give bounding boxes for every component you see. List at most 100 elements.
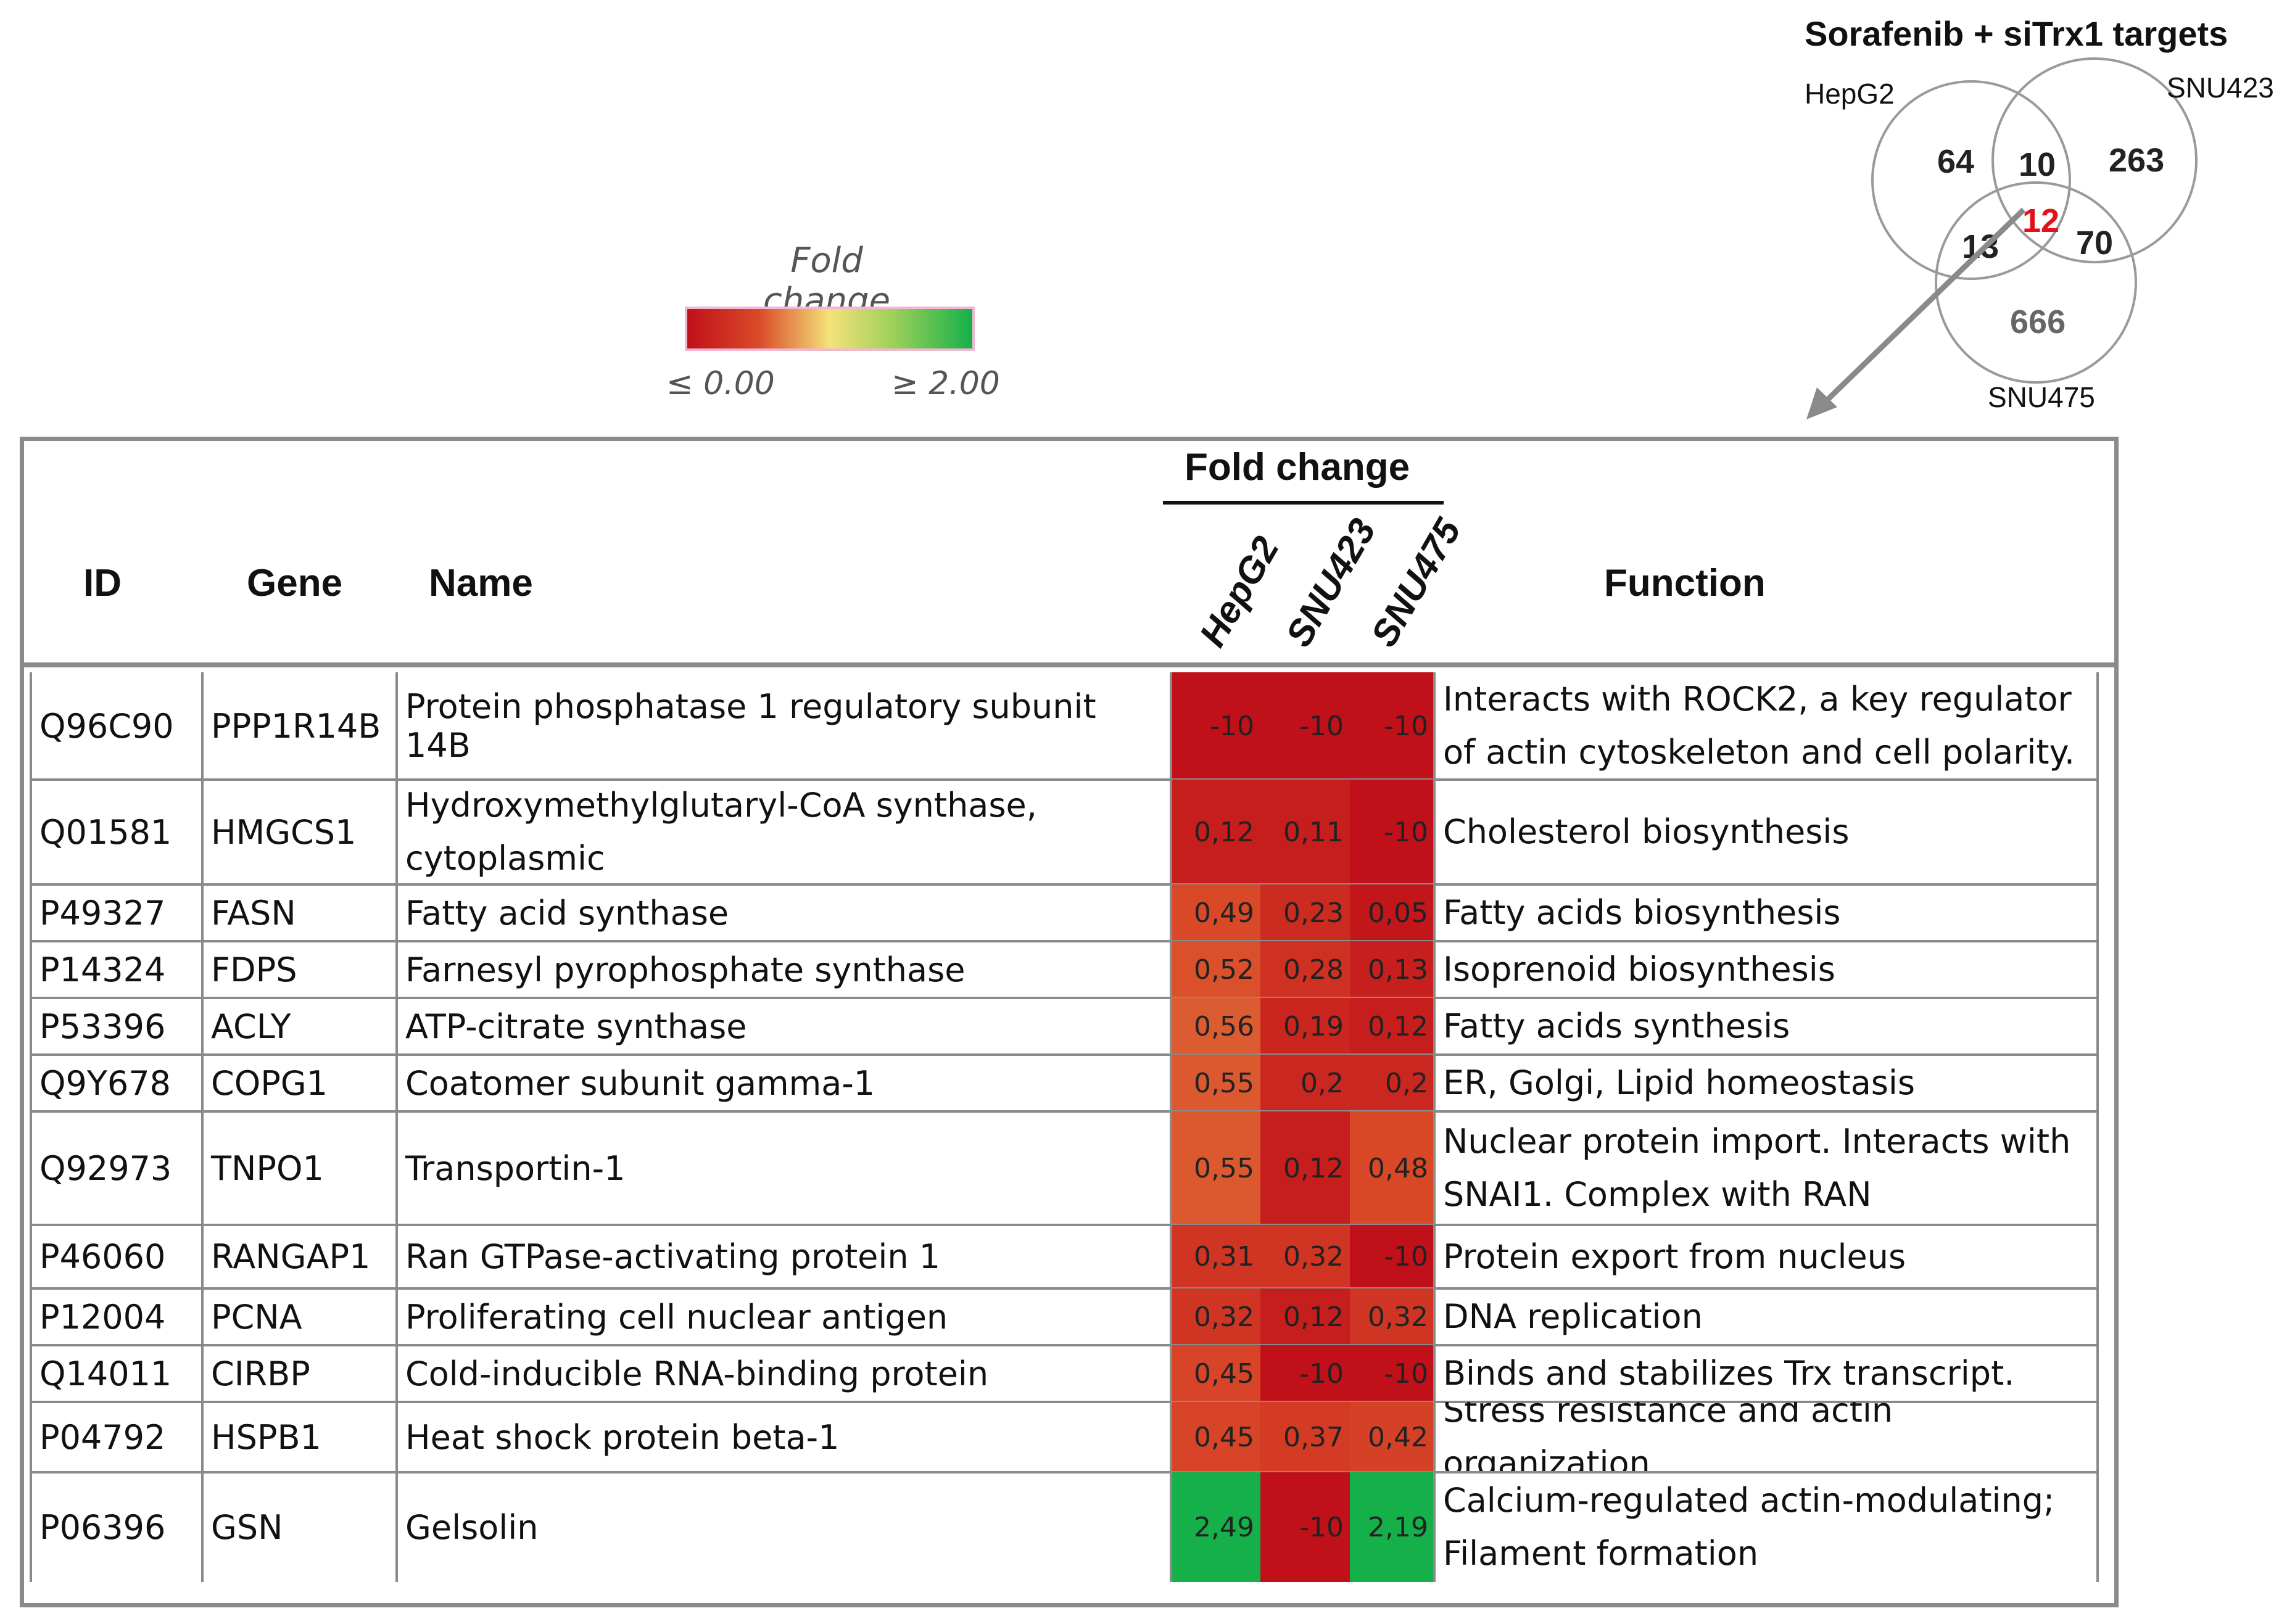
- column-divider: [30, 672, 32, 1582]
- cell-id: Q9Y678: [39, 1063, 171, 1103]
- fold-change-underline: [1163, 501, 1444, 505]
- cell-function: Fatty acids synthesis: [1443, 1007, 1790, 1045]
- cell-function: Isoprenoid biosynthesis: [1443, 950, 1835, 989]
- cell-name: Fatty acid synthase: [405, 893, 729, 933]
- venn-circle-snu475: [1935, 181, 2137, 384]
- row-divider: [31, 778, 2098, 781]
- venn-arrow-line: [1821, 207, 2026, 406]
- legend-min-label: ≤ 0.00: [666, 365, 775, 402]
- cell-fold-change-hepg2: 0,45: [1171, 1345, 1260, 1402]
- cell-id: P14324: [39, 950, 166, 989]
- cell-function: Calcium-regulated actin-modulating; Fila…: [1443, 1481, 2055, 1573]
- cell-function: Cholesterol biosynthesis: [1443, 812, 1850, 851]
- cell-fold-change-hepg2: 2,49: [1171, 1472, 1260, 1582]
- cell-gene: PCNA: [211, 1297, 302, 1337]
- row-divider: [31, 940, 2098, 942]
- cell-gene: HMGCS1: [211, 812, 357, 852]
- cell-gene: PPP1R14B: [211, 706, 381, 746]
- cell-id: P49327: [39, 893, 166, 933]
- cell-fold-change-snu475: 0,05: [1350, 884, 1434, 941]
- column-header-gene: Gene: [247, 562, 343, 604]
- cell-gene: TNPO1: [211, 1148, 324, 1188]
- cell-fold-change-snu423: 0,12: [1260, 1111, 1350, 1225]
- cell-fold-change-snu475: 0,32: [1350, 1288, 1434, 1345]
- cell-fold-change-snu423: 0,28: [1260, 941, 1350, 998]
- cell-gene: CIRBP: [211, 1354, 310, 1393]
- cell-fold-change-snu423: 0,23: [1260, 884, 1350, 941]
- cell-fold-change-hepg2: 0,12: [1171, 780, 1260, 884]
- cell-gene: GSN: [211, 1507, 283, 1547]
- cell-name: Farnesyl pyrophosphate synthase: [405, 950, 966, 989]
- venn-count-snu423-snu475: 70: [2076, 225, 2113, 262]
- cell-fold-change-snu423: -10: [1260, 1472, 1350, 1582]
- cell-fold-change-snu423: 0,37: [1260, 1402, 1350, 1472]
- cell-name: Coatomer subunit gamma-1: [405, 1063, 875, 1103]
- cell-fold-change-hepg2: 0,49: [1171, 884, 1260, 941]
- cell-id: P04792: [39, 1417, 166, 1457]
- cell-id: Q14011: [39, 1354, 172, 1393]
- cell-fold-change-snu475: -10: [1350, 1225, 1434, 1288]
- cell-id: P06396: [39, 1507, 166, 1547]
- row-divider: [31, 1401, 2098, 1403]
- cell-fold-change-hepg2: 0,56: [1171, 998, 1260, 1055]
- cell-id: P53396: [39, 1007, 166, 1046]
- venn-count-hepg2-snu423: 10: [2019, 146, 2056, 183]
- cell-gene: COPG1: [211, 1063, 328, 1103]
- cell-fold-change-snu475: -10: [1350, 1345, 1434, 1402]
- cell-id: Q92973: [39, 1148, 172, 1188]
- cell-function: Stress resistance and actin organization: [1443, 1402, 1893, 1472]
- column-divider: [1433, 672, 1436, 1582]
- cell-fold-change-snu475: 0,13: [1350, 941, 1434, 998]
- row-divider: [31, 1224, 2098, 1226]
- cell-name: Heat shock protein beta-1: [405, 1417, 840, 1457]
- header-separator: [20, 662, 2119, 667]
- cell-fold-change-hepg2: 0,45: [1171, 1402, 1260, 1472]
- cell-fold-change-snu423: 0,32: [1260, 1225, 1350, 1288]
- cell-function: Interacts with ROCK2, a key regulator of…: [1443, 680, 2075, 772]
- cell-fold-change-hepg2: 0,55: [1171, 1055, 1260, 1111]
- row-divider: [31, 883, 2098, 886]
- cell-gene: FASN: [211, 893, 296, 933]
- cell-fold-change-snu475: -10: [1350, 780, 1434, 884]
- venn-circle-hepg2: [1871, 80, 2071, 280]
- cell-name: Cold-inducible RNA-binding protein: [405, 1354, 989, 1393]
- venn-label-snu475: SNU475: [1988, 381, 2095, 413]
- venn-title: Sorafenib + siTrx1 targets: [1805, 14, 2228, 53]
- row-divider: [31, 1053, 2098, 1056]
- row-divider: [31, 1344, 2098, 1346]
- cell-name: Hydroxymethylglutaryl-CoA synthase, cyto…: [405, 786, 1037, 878]
- column-divider: [201, 672, 204, 1582]
- venn-count-snu475-only: 666: [2010, 303, 2066, 340]
- row-divider: [31, 997, 2098, 999]
- venn-count-hepg2-snu475: 13: [1962, 228, 1999, 265]
- venn-label-snu423: SNU423: [2167, 72, 2274, 104]
- cell-id: Q96C90: [39, 706, 174, 746]
- cell-name: Gelsolin: [405, 1507, 539, 1547]
- cell-fold-change-hepg2: 0,32: [1171, 1288, 1260, 1345]
- cell-id: P46060: [39, 1237, 166, 1276]
- cell-function: DNA replication: [1443, 1297, 1703, 1336]
- cell-fold-change-snu423: -10: [1260, 672, 1350, 780]
- cell-fold-change-snu475: 0,48: [1350, 1111, 1434, 1225]
- column-divider: [1170, 672, 1172, 1582]
- cell-gene: ACLY: [211, 1007, 291, 1046]
- venn-diagram: HepG2 SNU423 SNU475 64 10 263 13 12 70 6…: [1805, 57, 2274, 419]
- column-header-fold-change: Fold change: [1185, 446, 1410, 488]
- venn-count-snu423-only: 263: [2109, 142, 2164, 179]
- row-divider: [31, 1110, 2098, 1113]
- cell-function: Nuclear protein import. Interacts with S…: [1443, 1122, 2071, 1214]
- cell-function: ER, Golgi, Lipid homeostasis: [1443, 1063, 1916, 1102]
- cell-fold-change-hepg2: -10: [1171, 672, 1260, 780]
- cell-fold-change-snu475: -10: [1350, 672, 1434, 780]
- cell-fold-change-snu423: -10: [1260, 1345, 1350, 1402]
- cell-function: Fatty acids biosynthesis: [1443, 893, 1841, 932]
- cell-fold-change-snu423: 0,11: [1260, 780, 1350, 884]
- venn-circle-snu423: [1991, 57, 2198, 263]
- row-divider: [31, 1471, 2098, 1474]
- cell-gene: HSPB1: [211, 1417, 321, 1457]
- cell-fold-change-snu475: 0,2: [1350, 1055, 1434, 1111]
- venn-count-hepg2-only: 64: [1937, 143, 1974, 180]
- column-header-function: Function: [1604, 562, 1766, 604]
- cell-function: Binds and stabilizes Trx transcript.: [1443, 1354, 2015, 1393]
- venn-label-hepg2: HepG2: [1805, 78, 1895, 110]
